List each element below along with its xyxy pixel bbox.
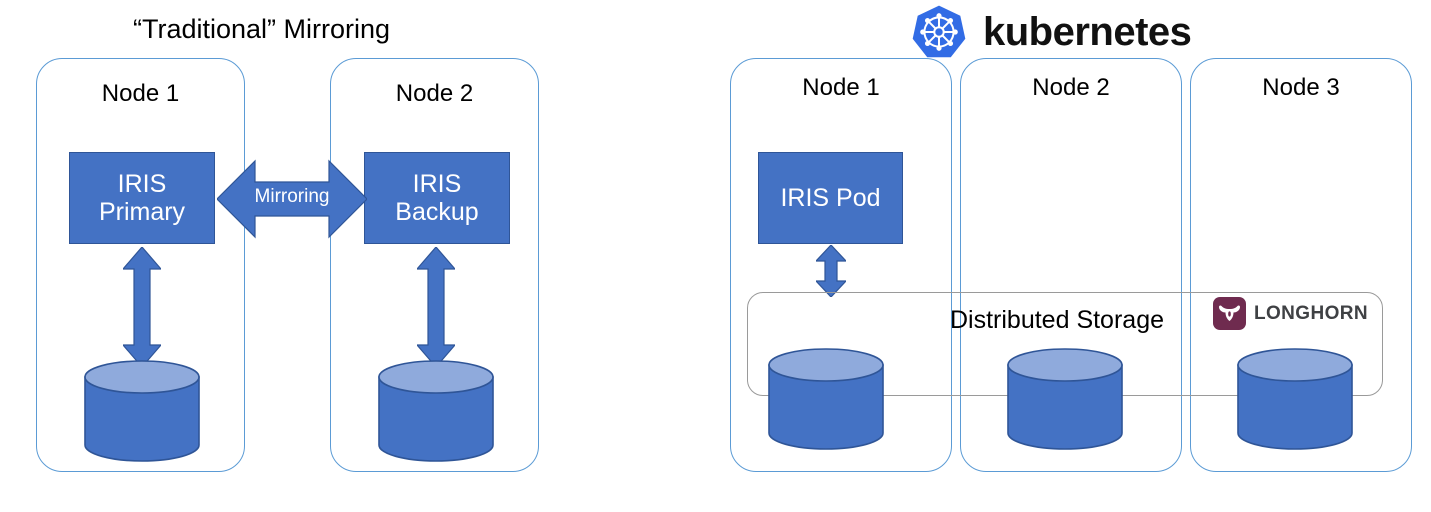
- mirroring-double-arrow-horizontal-icon[interactable]: [217, 155, 367, 243]
- mirroring-label: Mirroring: [254, 186, 330, 207]
- iris-pod-box[interactable]: IRIS Pod: [758, 152, 903, 244]
- k8s-node-1-container[interactable]: [730, 58, 952, 472]
- kubernetes-wordmark: kubernetes: [983, 10, 1192, 54]
- k8s-node-1-label: Node 1: [802, 74, 880, 101]
- k8s-node-3-database-cylinder[interactable]: [1237, 348, 1353, 450]
- iris-backup-box[interactable]: IRIS Backup: [364, 152, 510, 244]
- left-node-1-storage-arrow-icon[interactable]: [123, 247, 161, 367]
- left-node-1-label: Node 1: [101, 80, 180, 107]
- longhorn-badge[interactable]: LONGHORN: [1213, 297, 1368, 330]
- k8s-node-1-database-cylinder[interactable]: [768, 348, 884, 450]
- k8s-node-3-label: Node 3: [1262, 74, 1340, 101]
- left-node-2-container[interactable]: [330, 58, 539, 472]
- left-panel-title: “Traditional” Mirroring: [133, 14, 391, 44]
- left-node-1-database-cylinder[interactable]: [84, 360, 200, 462]
- iris-primary-box[interactable]: IRIS Primary: [69, 152, 215, 244]
- kubernetes-helm-logo-icon: [911, 4, 967, 65]
- left-node-1-container[interactable]: [36, 58, 245, 472]
- k8s-node-3-container[interactable]: [1190, 58, 1412, 472]
- left-node-2-database-cylinder[interactable]: [378, 360, 494, 462]
- k8s-node-2-label: Node 2: [1032, 74, 1110, 101]
- longhorn-text: LONGHORN: [1254, 302, 1369, 324]
- longhorn-bull-icon: [1213, 297, 1246, 330]
- k8s-node-2-database-cylinder[interactable]: [1007, 348, 1123, 450]
- distributed-storage-label: Distributed Storage: [950, 306, 1165, 334]
- pod-storage-arrow-icon[interactable]: [816, 245, 846, 297]
- left-node-2-storage-arrow-icon[interactable]: [417, 247, 455, 367]
- left-node-2-label: Node 2: [395, 80, 474, 107]
- k8s-node-2-container[interactable]: [960, 58, 1182, 472]
